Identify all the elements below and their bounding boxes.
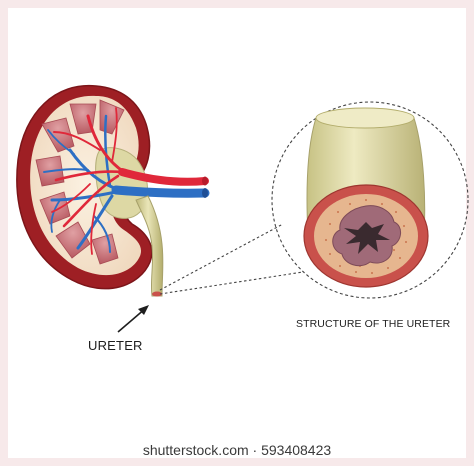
zoom-connector-lines bbox=[160, 224, 303, 294]
structure-label: STRUCTURE OF THE URETER bbox=[296, 318, 450, 330]
kidney bbox=[17, 86, 208, 297]
ureter-arrow bbox=[118, 305, 149, 332]
cross-section bbox=[272, 102, 468, 298]
artery-opening bbox=[202, 177, 208, 186]
watermark-text: shutterstock.com · 593408423 bbox=[0, 442, 474, 458]
vein-opening bbox=[202, 188, 208, 198]
ureter-label: URETER bbox=[88, 338, 143, 353]
